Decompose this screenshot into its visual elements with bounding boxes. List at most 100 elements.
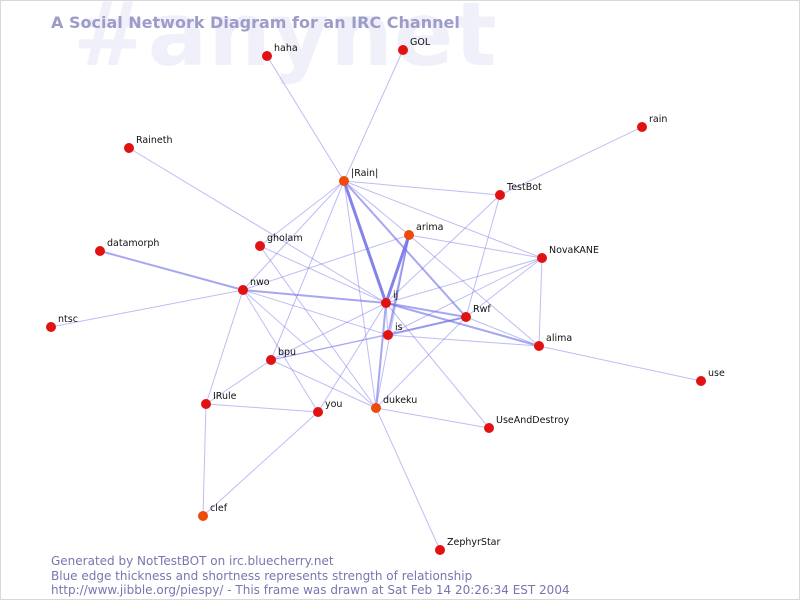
footer-url-line: http://www.jibble.org/piespy/ - This fra… <box>51 583 570 597</box>
node-dot-arima <box>404 230 414 240</box>
node-label-nwo: nwo <box>250 277 270 288</box>
edge-NovaKANE-Rwf <box>465 257 543 318</box>
node-dukeku: dukeku <box>371 395 417 413</box>
node-label-ntsc: ntsc <box>58 314 78 325</box>
edge-Rain-gholam <box>259 180 345 247</box>
node-dot-Rain <box>339 176 349 186</box>
edge-alima-use <box>538 345 702 382</box>
edge-IRule-you <box>205 403 319 413</box>
node-layer: haha GOL Raineth rain |Rain| TestBot gholam ari… <box>46 37 725 555</box>
node-haha: haha <box>262 43 298 61</box>
node-UseAndDestroy: UseAndDestroy <box>484 415 570 433</box>
node-label-datamorph: datamorph <box>107 238 159 249</box>
edge-Rwf-dukeku <box>375 316 467 409</box>
node-label-clef: clef <box>210 503 228 514</box>
node-dot-Rwf <box>461 312 471 322</box>
node-alima: alima <box>534 333 572 351</box>
node-label-TestBot: TestBot <box>506 182 542 193</box>
node-gholam: gholam <box>255 233 303 251</box>
node-label-GOL: GOL <box>410 37 431 48</box>
node-TestBot: TestBot <box>495 182 542 200</box>
node-label-you: you <box>325 399 342 410</box>
node-dot-haha <box>262 51 272 61</box>
node-ZephyrStar: ZephyrStar <box>435 537 501 555</box>
edge-Rwf-bpu <box>270 316 467 361</box>
edge-NovaKANE-is <box>387 257 543 336</box>
edge-Rwf-alima <box>465 316 540 347</box>
node-dot-gholam <box>255 241 265 251</box>
node-label-bpu: bpu <box>278 347 296 358</box>
edge-is-bpu <box>270 334 389 361</box>
edge-datamorph-nwo <box>99 250 244 291</box>
node-dot-Raineth <box>124 143 134 153</box>
edge-nwo-you <box>242 289 319 413</box>
node-dot-GOL <box>398 45 408 55</box>
edge-layer <box>50 49 702 551</box>
edge-is-alima <box>387 334 540 347</box>
node-arima: arima <box>404 222 443 240</box>
edge-ij-UseAndDestroy <box>385 302 490 429</box>
node-is: is <box>383 322 403 340</box>
edge-Raineth-ij <box>128 147 387 304</box>
node-label-UseAndDestroy: UseAndDestroy <box>496 415 570 426</box>
edge-GOL-Rain <box>343 49 404 182</box>
node-label-alima: alima <box>546 333 572 344</box>
edge-gholam-dukeku <box>259 245 377 409</box>
node-label-NovaKANE: NovaKANE <box>549 245 599 256</box>
edge-arima-dukeku <box>375 234 410 409</box>
footer-generated-line: Generated by NotTestBOT on irc.bluecherr… <box>51 554 334 568</box>
edge-ij-dukeku <box>375 302 387 409</box>
node-dot-nwo <box>238 285 248 295</box>
node-bpu: bpu <box>266 347 296 365</box>
node-GOL: GOL <box>398 37 431 55</box>
node-label-Rwf: Rwf <box>473 304 491 315</box>
edge-arima-is <box>387 234 410 336</box>
node-label-dukeku: dukeku <box>383 395 417 406</box>
edge-bpu-dukeku <box>270 359 377 409</box>
node-rain: rain <box>637 114 667 132</box>
edge-Rain-nwo <box>242 180 345 291</box>
edge-Rain-TestBot <box>343 180 501 196</box>
node-ntsc: ntsc <box>46 314 78 332</box>
edge-arima-ij <box>384 233 411 305</box>
edge-ij-Rwf <box>385 302 467 318</box>
node-dot-ij <box>381 298 391 308</box>
node-dot-bpu <box>266 355 276 365</box>
edge-Rain-ij <box>342 179 388 305</box>
node-dot-dukeku <box>371 403 381 413</box>
node-dot-clef <box>198 511 208 521</box>
node-dot-UseAndDestroy <box>484 423 494 433</box>
node-Rwf: Rwf <box>461 304 491 322</box>
edge-Rain-arima <box>343 180 410 236</box>
edge-Rain-dukeku <box>343 180 377 409</box>
edge-dukeku-UseAndDestroy <box>375 407 490 429</box>
edge-nwo-is <box>242 289 389 336</box>
node-dot-ntsc <box>46 322 56 332</box>
edge-arima-alima <box>408 234 540 347</box>
edge-Rain-bpu <box>270 180 345 361</box>
node-ij: ij <box>381 290 398 308</box>
node-dot-rain <box>637 122 647 132</box>
node-label-gholam: gholam <box>267 233 303 244</box>
node-datamorph: datamorph <box>95 238 159 256</box>
edge-you-clef <box>202 411 319 517</box>
footer-legend-line: Blue edge thickness and shortness repres… <box>51 568 473 583</box>
node-label-rain: rain <box>649 114 667 125</box>
edge-TestBot-Rwf <box>465 194 501 318</box>
node-Raineth: Raineth <box>124 135 172 153</box>
node-label-is: is <box>395 322 403 333</box>
edge-IRule-clef <box>202 403 207 517</box>
node-use: use <box>696 368 725 386</box>
node-dot-alima <box>534 341 544 351</box>
node-label-Rain: |Rain| <box>351 168 378 179</box>
edge-TestBot-ij <box>385 194 501 304</box>
edge-arima-NovaKANE <box>408 234 543 259</box>
edge-Rwf-is <box>387 316 467 336</box>
node-label-arima: arima <box>416 222 443 233</box>
edge-nwo-dukeku <box>242 289 377 409</box>
edge-nwo-ij <box>242 289 387 304</box>
edge-dukeku-ZephyrStar <box>375 407 441 551</box>
diagram-title: A Social Network Diagram for an IRC Chan… <box>51 13 460 32</box>
